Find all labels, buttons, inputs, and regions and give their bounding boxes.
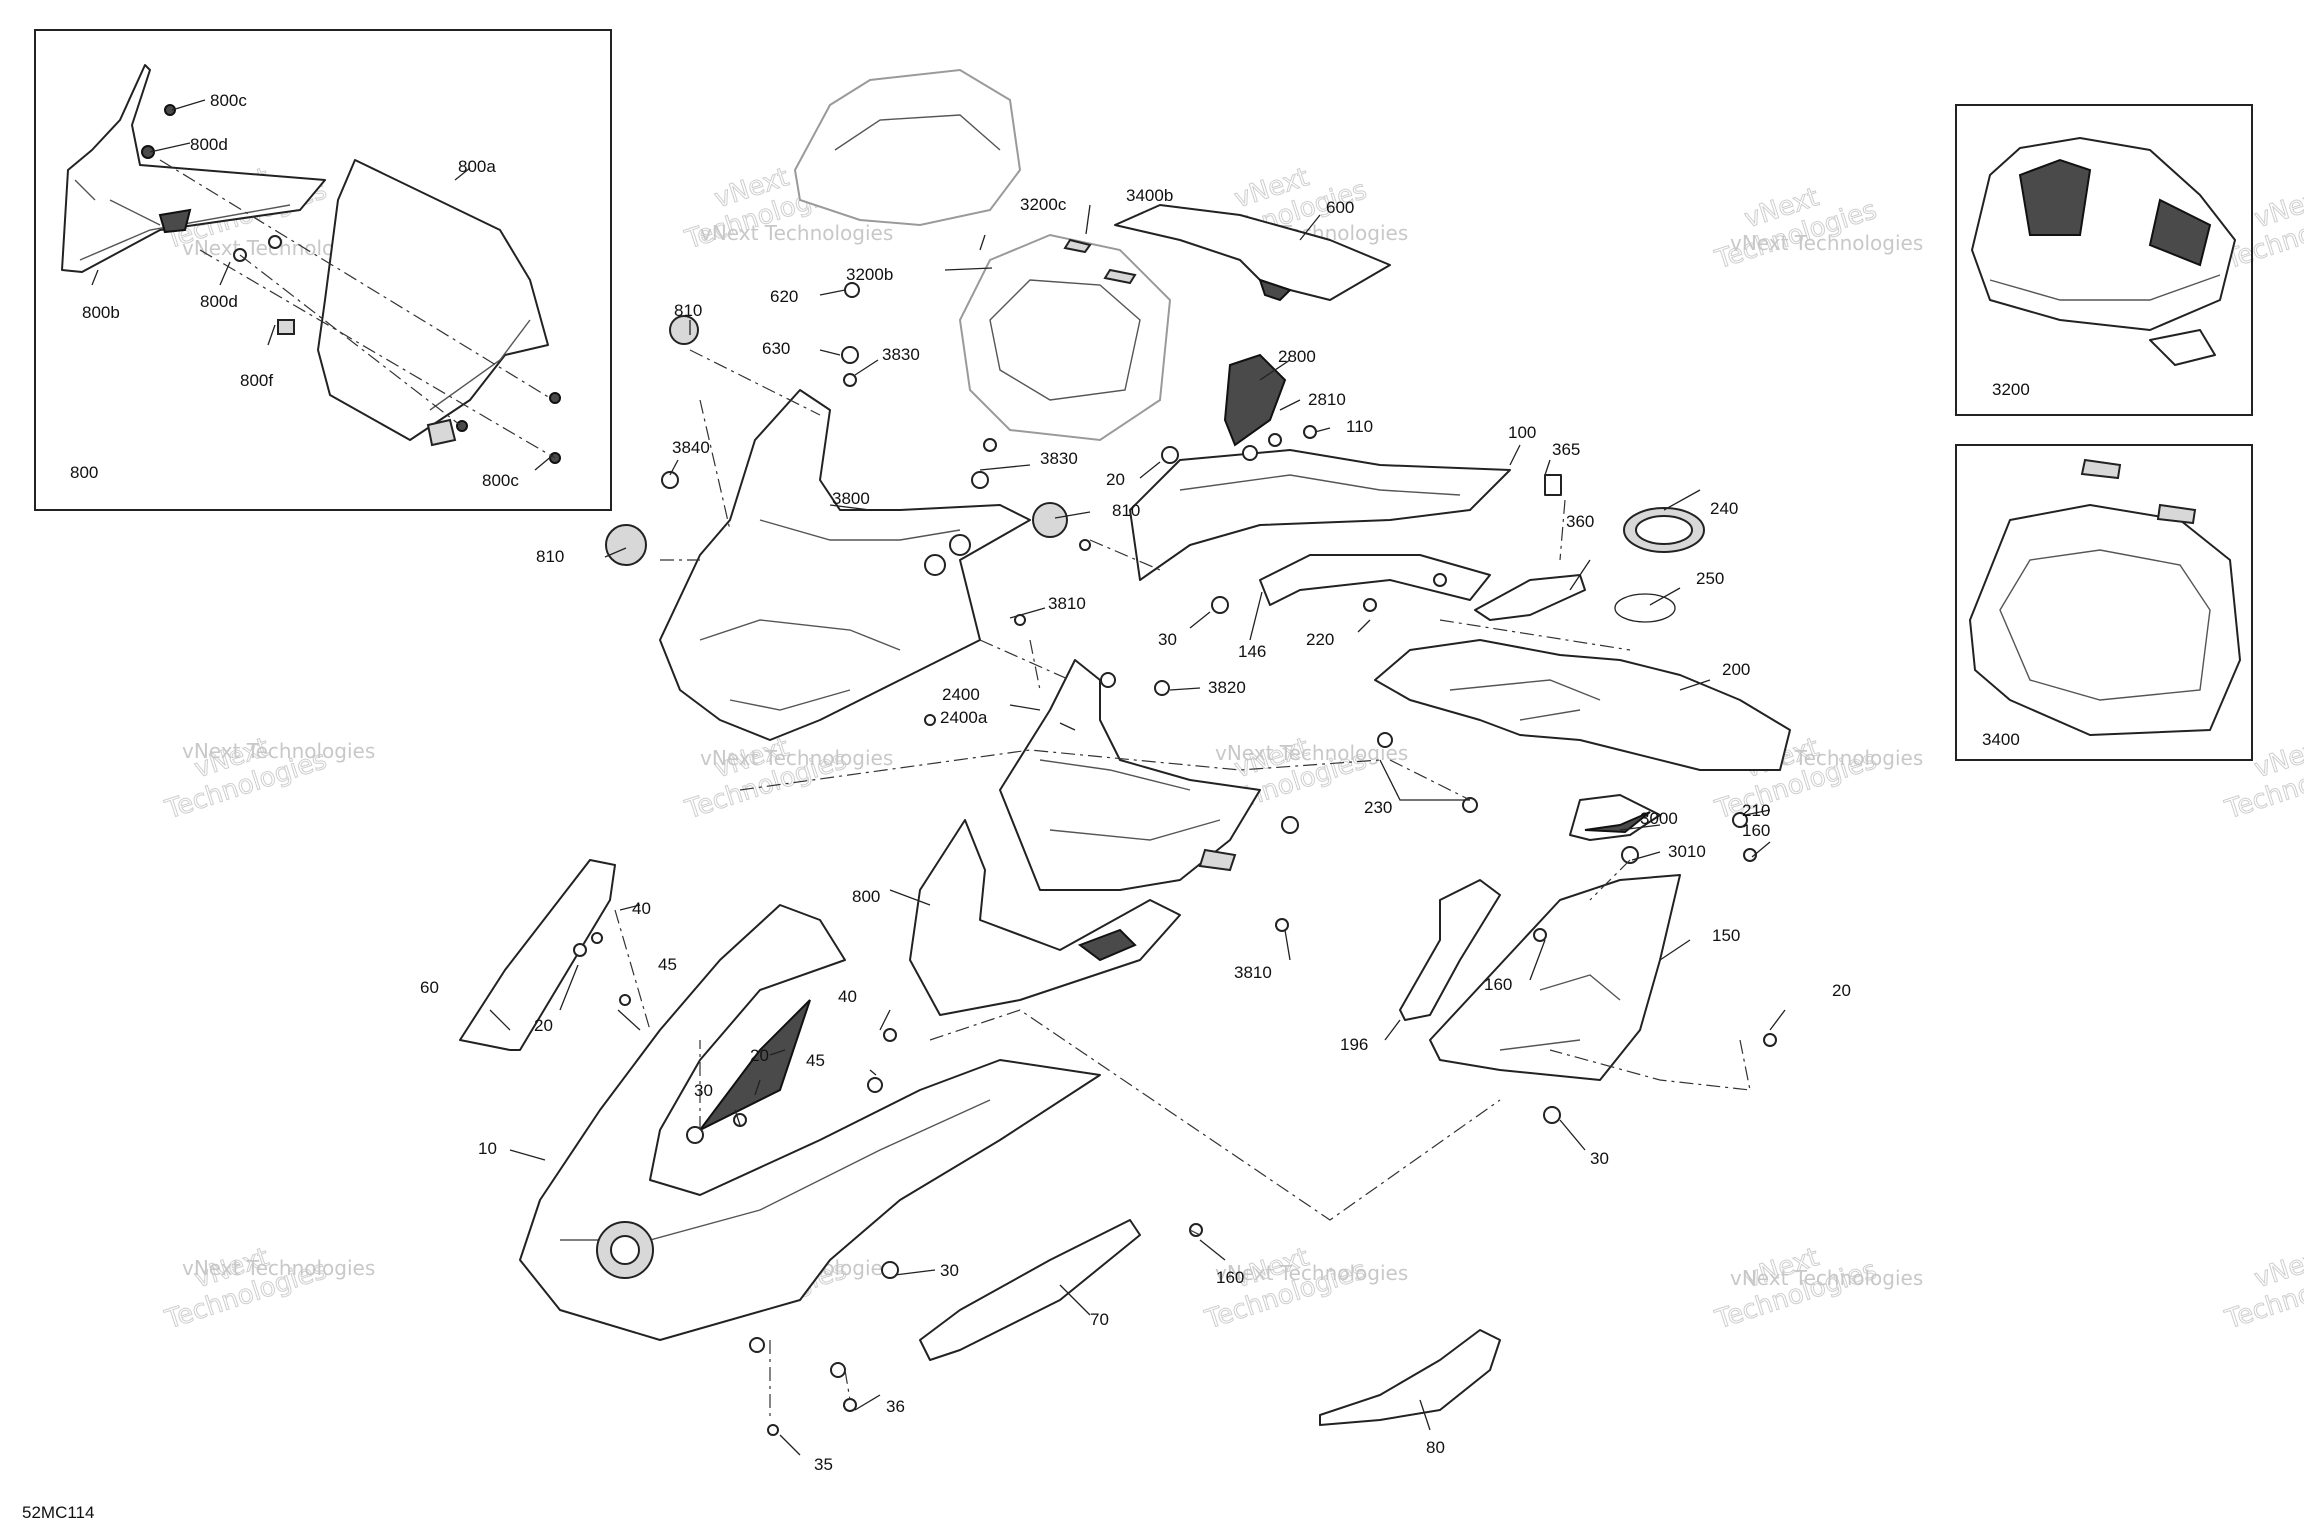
watermark-small: vNext Technologies	[700, 221, 893, 245]
part-label: 3830	[1040, 449, 1078, 468]
part-label: 60	[420, 978, 439, 997]
part-label: 800a	[458, 157, 496, 176]
part-label: 810	[536, 547, 564, 566]
part-label: 240	[1710, 499, 1738, 518]
part-label: 45	[658, 955, 677, 974]
part-label: 3840	[672, 438, 710, 457]
part-label: 2810	[1308, 390, 1346, 409]
part-label: 36	[886, 1397, 905, 1416]
part-label: 30	[1590, 1149, 1609, 1168]
leader-lines	[489, 204, 1786, 1456]
part-label: 810	[674, 301, 702, 320]
part-label: 20	[534, 1016, 553, 1035]
part-label: 30	[1158, 630, 1177, 649]
part-label: 70	[1090, 1310, 1109, 1329]
part-label: 3800	[832, 489, 870, 508]
part-label: 3400b	[1126, 186, 1173, 205]
watermark-small: vNext Technologies	[1215, 1261, 1408, 1285]
part-label: 30	[940, 1261, 959, 1280]
watermark-small: vNext Technologies	[182, 739, 375, 763]
part-label: 800c	[210, 91, 247, 110]
part-label: 20	[750, 1046, 769, 1065]
diagram-code: 52MC114	[22, 1503, 94, 1522]
watermark-small: vNext Technologies	[700, 746, 893, 770]
part-label: 3000	[1640, 809, 1678, 828]
part-label: 40	[632, 899, 651, 918]
part-label: 210	[1742, 801, 1770, 820]
part-label: 220	[1306, 630, 1334, 649]
inset-3200-box	[1955, 104, 2253, 416]
part-label: 3010	[1668, 842, 1706, 861]
part-label: 160	[1742, 821, 1770, 840]
part-label: 600	[1326, 198, 1354, 217]
part-label: 800f	[240, 371, 273, 390]
part-label: 20	[1106, 470, 1125, 489]
part-label: 620	[770, 287, 798, 306]
part-label: 3820	[1208, 678, 1246, 697]
part-label: 200	[1722, 660, 1750, 679]
part-label: 365	[1552, 440, 1580, 459]
watermark-small: vNext Technologies	[1215, 741, 1408, 765]
part-label: 2800	[1278, 347, 1316, 366]
part-label: 45	[806, 1051, 825, 1070]
part-label: 810	[1112, 501, 1140, 520]
part-label: 630	[762, 339, 790, 358]
inset-3400-box	[1955, 444, 2253, 761]
part-label: 10	[478, 1139, 497, 1158]
part-label: 20	[1832, 981, 1851, 1000]
part-label: 2400	[942, 685, 980, 704]
part-label: 30	[694, 1081, 713, 1100]
part-label: 800d	[190, 135, 228, 154]
part-label: 3810	[1048, 594, 1086, 613]
part-label: 160	[1216, 1268, 1244, 1287]
part-label: 3830	[882, 345, 920, 364]
part-label: 40	[838, 987, 857, 1006]
main-parts	[459, 68, 1791, 1436]
part-label: 230	[1364, 798, 1392, 817]
part-label: 196	[1340, 1035, 1368, 1054]
part-label: 110	[1346, 417, 1373, 436]
inset-label-3200: 3200	[1992, 380, 2030, 399]
watermark-small: vNext Technologies	[182, 1256, 375, 1280]
inset-800-box	[34, 29, 612, 511]
part-label: 360	[1566, 512, 1594, 531]
inset-label-3400: 3400	[1982, 730, 2020, 749]
part-label: 80	[1426, 1438, 1445, 1457]
part-label: 3200c	[1020, 195, 1067, 214]
part-label: 800d	[200, 292, 238, 311]
part-labels: 800c 800d 800a 800b 800d 800f 800c 800 3…	[22, 91, 2030, 1522]
watermark-small: vNext Technologies	[1730, 1266, 1923, 1290]
part-label: 2400a	[940, 708, 988, 727]
part-label: 146	[1238, 642, 1266, 661]
part-label: 100	[1508, 423, 1536, 442]
part-label: 35	[814, 1455, 833, 1474]
part-label: 800	[852, 887, 880, 906]
part-label: 250	[1696, 569, 1724, 588]
part-label: 160	[1484, 975, 1512, 994]
part-label: 150	[1712, 926, 1740, 945]
part-label: 3810	[1234, 963, 1272, 982]
watermark-small: vNext Technologies	[1730, 231, 1923, 255]
part-label: 800b	[82, 303, 120, 322]
part-label: 800c	[482, 471, 519, 490]
inset-label-800: 800	[70, 463, 98, 482]
part-label: 3200b	[846, 265, 893, 284]
